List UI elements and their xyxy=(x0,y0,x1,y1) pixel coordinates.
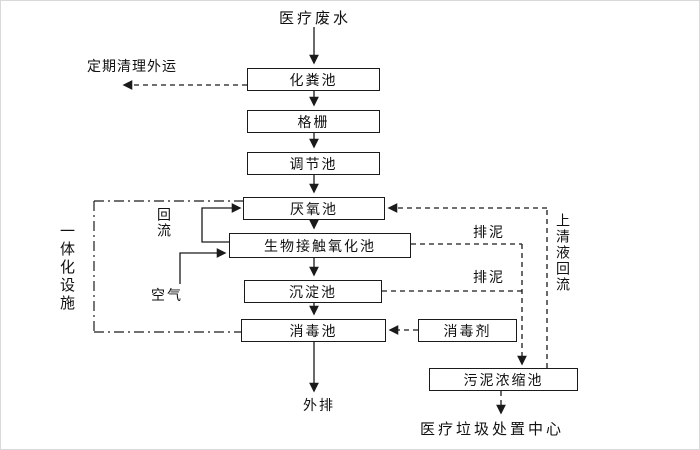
node-sludge-thickening-tank: 污泥浓缩池 xyxy=(429,368,578,391)
node-regulating-tank: 调节池 xyxy=(247,152,380,175)
label-periodic-cleanout: 定期清理外运 xyxy=(87,58,177,74)
label-reflux: 回流 xyxy=(156,207,172,239)
label-sludge-discharge-upper: 排泥 xyxy=(473,224,505,240)
node-anaerobic-tank: 厌氧池 xyxy=(243,197,385,220)
node-disinfection-tank: 消毒池 xyxy=(241,319,386,342)
label-source-wastewater: 医疗废水 xyxy=(278,10,351,27)
node-disinfectant: 消毒剂 xyxy=(418,319,517,342)
node-septic-tank: 化粪池 xyxy=(247,68,380,91)
node-grille: 格栅 xyxy=(247,110,380,133)
label-air: 空气 xyxy=(151,287,183,303)
node-sedimentation-tank: 沉淀池 xyxy=(244,280,382,303)
label-sludge-discharge-lower: 排泥 xyxy=(473,269,505,285)
label-outfall: 外排 xyxy=(303,397,335,413)
node-bio-contact-oxidation-tank: 生物接触氧化池 xyxy=(229,233,411,258)
label-supernatant-reflux: 上清液回流 xyxy=(555,213,571,293)
connector-air-feed xyxy=(179,248,227,284)
label-medical-waste-disposal-center: 医疗垃圾处置中心 xyxy=(420,421,565,438)
connector-reflux-loop xyxy=(201,203,242,243)
label-integrated-facility: 一体化设施 xyxy=(58,223,75,313)
